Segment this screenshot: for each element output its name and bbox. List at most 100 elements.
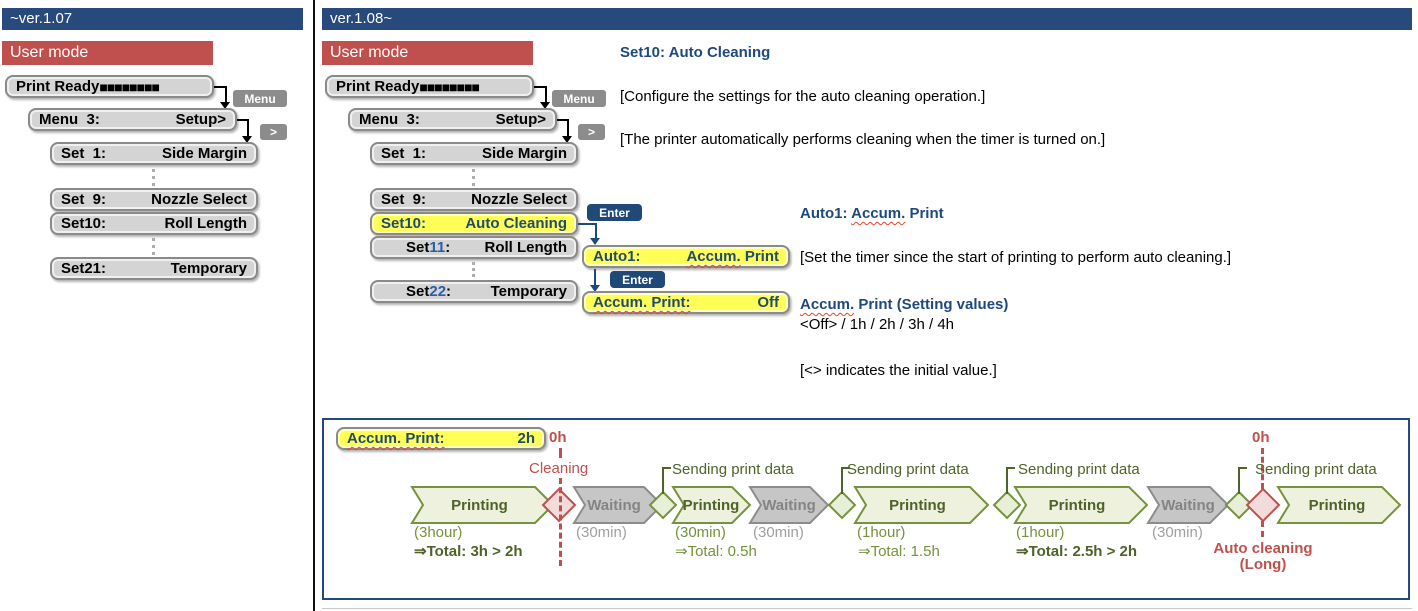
lcd-value-wavy: Accum.	[686, 248, 741, 265]
flow-connector	[534, 86, 547, 103]
print-ready-label: Print Ready	[16, 78, 100, 95]
para-set-timer: [Set the timer since the start of printi…	[800, 249, 1232, 266]
menu-skip-dots	[152, 238, 155, 255]
flow-connector	[214, 86, 227, 103]
callout-line-4	[1238, 467, 1247, 494]
lcd-accum-print-off: Accum. Print: Off	[582, 291, 790, 314]
heading-auto1-accum-print: Auto1: Accum. Print	[800, 205, 944, 222]
right-lcd-menu3: Menu 3: Setup>	[348, 108, 557, 131]
flow-arrowhead	[540, 102, 550, 109]
lcd-label: Menu 3:	[359, 111, 420, 128]
lcd-label-colon: :	[445, 239, 451, 256]
bottom-rule	[322, 608, 1412, 609]
lcd-blocks: ■■■■■■■■	[99, 78, 160, 95]
timer-dashed-line	[1261, 448, 1264, 489]
segment-label: Printing	[1048, 497, 1106, 514]
segment-duration: (30min)	[675, 524, 726, 541]
right-version-header: ver.1.08~	[322, 8, 1412, 30]
lcd-value: Off	[757, 294, 779, 311]
right-arrow-key[interactable]: >	[578, 124, 605, 140]
menu-skip-dots	[152, 169, 155, 186]
auto-cleaning-long-label: (Long)	[1239, 556, 1287, 573]
lcd-label-pre: Set	[406, 283, 430, 300]
lcd-blocks: ■■■■■■■■	[419, 78, 480, 95]
lcd-label: Set 9:	[381, 191, 427, 208]
segment-duration: (1hour)	[1016, 524, 1065, 541]
menu-key[interactable]: Menu	[552, 90, 606, 107]
timeline-graphic	[410, 467, 1402, 524]
lcd-value-post: Print	[740, 248, 779, 265]
heading-post: Print (Setting values)	[854, 296, 1009, 313]
auto-cleaning-diamond	[1245, 487, 1281, 523]
send-data-diamond-4	[1224, 490, 1254, 520]
lcd-value: Side Margin	[481, 145, 567, 162]
right-lcd-set22: Set22: Temporary	[370, 280, 578, 303]
segment-label: Printing	[1308, 497, 1366, 514]
lcd-label: Menu 3:	[39, 111, 100, 128]
timer-end-0h: 0h	[1252, 429, 1270, 446]
enter-key[interactable]: Enter	[587, 204, 642, 221]
callout-line-1	[662, 467, 671, 494]
arrow-printing-1hour-a	[853, 486, 990, 524]
lcd-label: Set 9:	[61, 191, 107, 208]
heading-setting-values: Accum. Print (Setting values)	[800, 296, 1008, 313]
lcd-value: Auto Cleaning	[465, 215, 567, 232]
segment-duration: (30min)	[576, 524, 627, 541]
right-user-mode-bar: User mode	[322, 41, 533, 65]
left-lcd-set21: Set21: Temporary	[50, 257, 258, 280]
para-timer: [The printer automatically performs clea…	[620, 131, 1106, 148]
lcd-label: Auto1:	[593, 248, 641, 265]
arrow-printing-3hour	[410, 486, 555, 524]
flow-connector	[237, 119, 249, 137]
auto-cleaning-event-label: Auto cleaning	[1213, 540, 1313, 557]
lcd-value: Nozzle Select	[151, 191, 247, 208]
left-lcd-set1: Set 1: Side Margin	[50, 142, 258, 165]
callout-line-3	[1006, 467, 1015, 494]
para-configure: [Configure the settings for the auto cle…	[620, 88, 986, 105]
segment-label: Printing	[889, 497, 946, 514]
enter-key[interactable]: Enter	[610, 271, 665, 288]
lcd-label-colon: :	[446, 283, 452, 300]
arrow-waiting-1	[572, 486, 664, 524]
segment-total: ⇒Total: 2.5h > 2h	[1016, 543, 1138, 560]
arrow-waiting-2	[748, 486, 830, 524]
segment-total: ⇒Total: 0.5h	[675, 543, 757, 560]
segment-label: Waiting	[1161, 497, 1215, 514]
menu-skip-dots	[472, 169, 475, 186]
flow-arrowhead	[242, 136, 252, 143]
heading-wavy: Accum.	[851, 205, 906, 222]
segment-total: ⇒Total: 3h > 2h	[414, 543, 523, 560]
timer-dashed-line	[559, 448, 562, 458]
send-data-label-1: Sending print data	[672, 461, 794, 478]
flow-arrowhead	[220, 102, 230, 109]
lcd-label: Set10:	[381, 215, 427, 232]
left-lcd-set9: Set 9: Nozzle Select	[50, 188, 258, 211]
setting-values-line: <Off> / 1h / 2h / 3h / 4h	[800, 316, 954, 333]
cleaning-event-label: Cleaning	[527, 460, 591, 477]
arrow-printing-1hour-b	[1013, 486, 1149, 524]
send-data-label-3: Sending print data	[1018, 461, 1140, 478]
segment-label: Printing	[451, 497, 508, 514]
lcd-value: Nozzle Select	[471, 191, 567, 208]
menu-skip-dots	[472, 262, 475, 277]
flow-connector-navy	[578, 223, 597, 239]
send-data-diamond-2	[827, 490, 857, 520]
right-lcd-set10-highlighted: Set10: Auto Cleaning	[370, 212, 578, 235]
timer-dashed-line	[1261, 521, 1264, 537]
send-data-diamond-1	[648, 490, 678, 520]
left-user-mode-bar: User mode	[2, 41, 213, 65]
send-data-label-4: Sending print data	[1255, 461, 1377, 478]
lcd-auto1-accum-print: Auto1: Accum. Print	[582, 245, 790, 268]
flow-arrowhead-navy	[590, 285, 600, 292]
lcd-accum-print-2h: Accum. Print: 2h	[336, 427, 546, 450]
callout-line-2	[841, 467, 850, 494]
flow-connector-navy	[594, 269, 596, 286]
left-lcd-menu3: Menu 3: Setup>	[28, 108, 237, 131]
menu-key[interactable]: Menu	[233, 90, 287, 107]
lcd-label-num: 22	[429, 283, 447, 300]
segment-label: Waiting	[587, 497, 641, 514]
timer-start-0h: 0h	[549, 429, 567, 446]
right-arrow-key[interactable]: >	[260, 124, 287, 140]
flow-connector	[557, 119, 569, 137]
right-lcd-set1: Set 1: Side Margin	[370, 142, 578, 165]
